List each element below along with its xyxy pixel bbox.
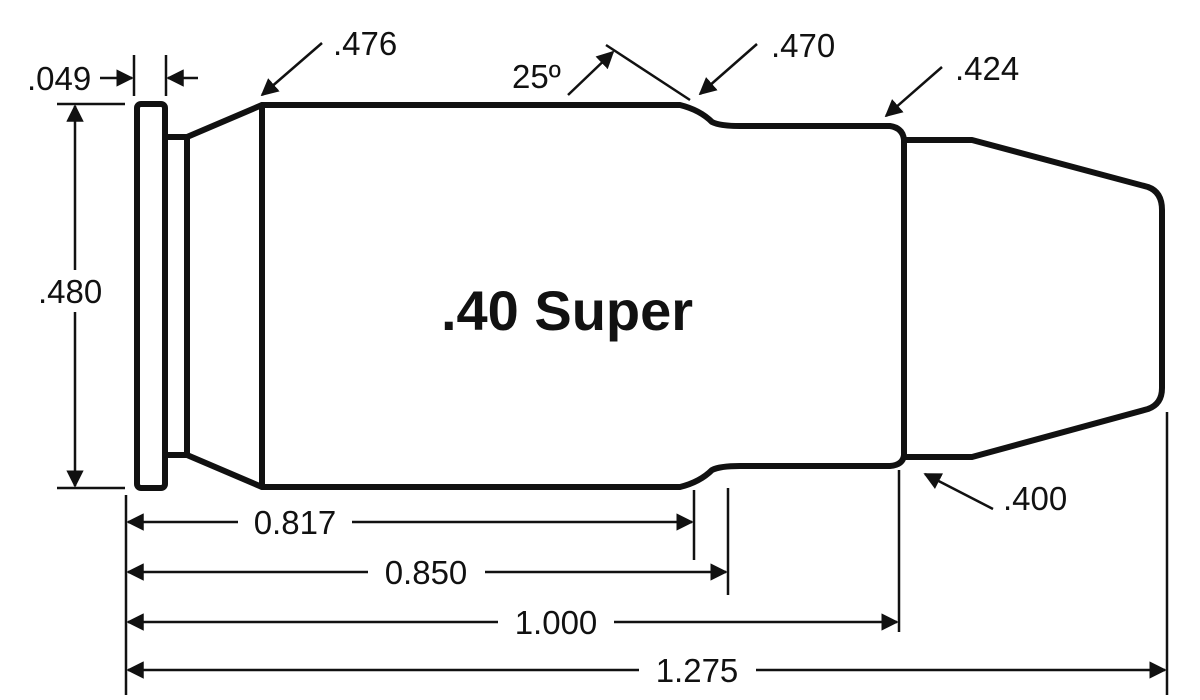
extractor-groove [162,134,190,458]
base-diameter-callout: .476 [260,25,397,97]
rim [134,101,168,491]
base-diameter-label: .476 [333,25,397,62]
length-1275-dimension: 1.275 [126,652,1167,689]
length-0850-label: 0.850 [385,554,468,591]
cartridge-title: .40 Super [441,279,693,342]
extension-lines [124,412,1169,695]
shoulder-angle-callout: 25º [512,43,691,102]
rim-thickness-label: .049 [27,60,91,97]
shoulder-angle-label: 25º [512,58,561,95]
length-1275-label: 1.275 [656,652,739,689]
neck-diameter-label: .424 [955,50,1019,87]
rim-diameter-label: .480 [38,273,102,310]
cartridge-outline [134,101,1165,491]
length-1000-dimension: 1.000 [126,604,899,641]
shoulder-diameter-label: .470 [771,27,835,64]
bullet-diameter-callout: .400 [923,472,1067,517]
rim-thickness-dimension: .049 [27,55,198,97]
length-0850-dimension: 0.850 [126,554,728,591]
shoulder-diameter-callout: .470 [698,27,835,96]
neck-diameter-callout: .424 [884,50,1019,118]
rim-diameter-dimension: .480 [38,102,125,490]
length-1000-label: 1.000 [515,604,598,641]
length-0817-dimension: 0.817 [126,504,694,541]
bullet [901,137,1165,460]
bullet-diameter-label: .400 [1003,480,1067,517]
length-0817-label: 0.817 [254,504,337,541]
